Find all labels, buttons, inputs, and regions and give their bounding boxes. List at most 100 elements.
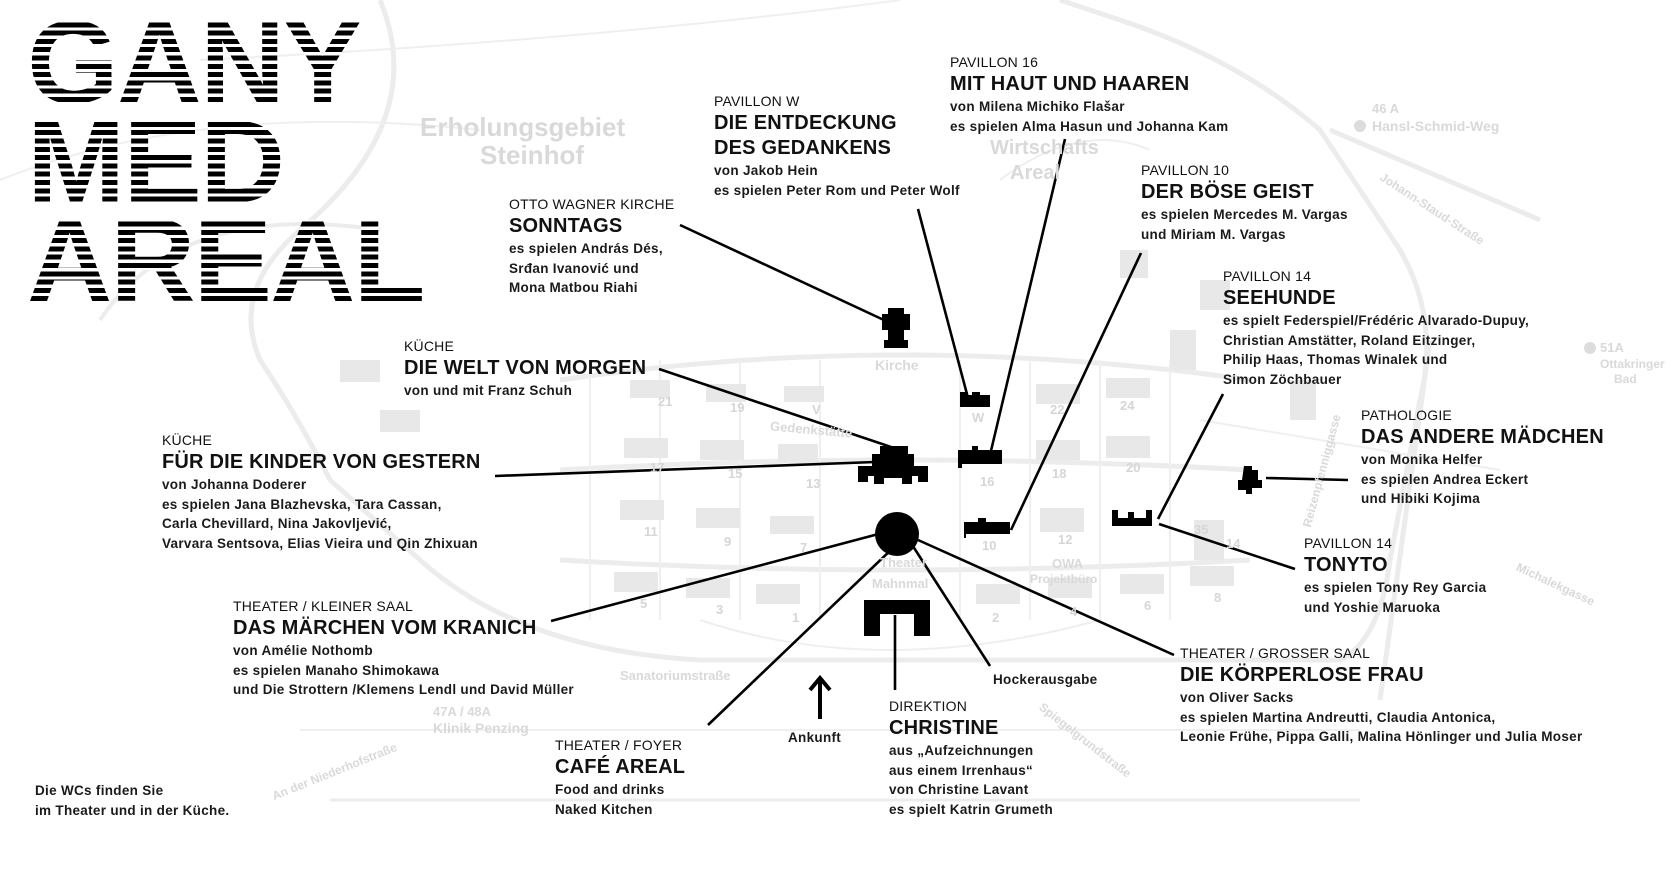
map-label: Steinhof [480,140,584,170]
venue-location: PAVILLON 14 [1223,268,1312,284]
pavilion-number: 8 [1214,590,1222,605]
map-label: Mahnmal [872,576,929,591]
venue-location: PAVILLON 14 [1304,535,1393,551]
arrival-arrow-icon [808,674,832,719]
venue-theater-grosser-saal[interactable]: THEATER / GROSSER SAAL DIE KÖRPERLOSE FR… [1180,643,1583,747]
venue-buildings [858,308,1262,636]
map-label: Theater [880,555,927,570]
venue-title: DER BÖSE GEIST [1141,181,1314,203]
building-pavillon-14 [1112,510,1152,526]
venue-pavillon-10[interactable]: PAVILLON 10 DER BÖSE GEIST es spielen Me… [1141,160,1348,244]
venue-credit: von Christine Lavant [889,782,1029,797]
pavilion-number: 18 [1052,466,1067,481]
venue-credit: und Yoshie Maruoka [1304,599,1441,615]
building-kirche [882,308,910,348]
venue-otto-wagner-kirche[interactable]: OTTO WAGNER KIRCHE SONNTAGS es spielen A… [509,194,674,298]
pavilion-number: 11 [644,524,658,539]
venue-title: TONYTO [1304,554,1388,576]
venue-credit: und Die Strottern /Klemens Lendl und Dav… [233,682,574,697]
pavilion-number: 3 [716,602,724,617]
building-theater [875,512,919,556]
venue-credit: Mona Matbou Riahi [509,280,638,295]
venue-location: THEATER / GROSSER SAAL [1180,645,1371,661]
pavilion-number: 5 [640,596,648,611]
venue-kueche-welt[interactable]: KÜCHE DIE WELT VON MORGEN von und mit Fr… [404,336,646,401]
venue-location: OTTO WAGNER KIRCHE [509,196,675,212]
ankunft-label: Ankunft [788,730,842,745]
venue-location: KÜCHE [162,432,213,448]
map-label: Hansl-Schmid-Weg [1372,118,1500,134]
venue-credit: es spielen Martina Andreutti, Claudia An… [1180,709,1496,725]
venue-credit: Naked Kitchen [555,801,653,817]
pavilion-number: V [812,402,821,417]
venue-title: DIE ENTDECKUNG [714,112,897,134]
venue-pavillon-16[interactable]: PAVILLON 16 MIT HAUT UND HAAREN von Mile… [950,52,1228,136]
map-label: Areal [1010,162,1061,184]
venue-location: PAVILLON W [714,93,800,109]
pointer-lines [494,138,1349,726]
venue-credit: Srđan Ivanović und [509,260,639,276]
venue-credit: es spielen Alma Hasun und Johanna Kam [950,118,1229,134]
building-pathologie [1238,466,1262,494]
map-buildings [340,250,1316,604]
venue-title: SONNTAGS [509,215,623,237]
pavilion-number: 35 [1194,522,1209,537]
venue-pavillon-14-seehunde[interactable]: PAVILLON 14 SEEHUNDE es spielt Federspie… [1223,266,1529,389]
wc-note: Die WCs finden Sie im Theater und in der… [35,781,229,820]
building-pavillon-16 [958,446,1002,468]
wc-note-line: im Theater und in der Küche. [35,802,230,818]
pavilion-number: 4 [1070,604,1078,619]
venue-location: PAVILLON 16 [950,54,1039,70]
pavilion-number: 13 [806,476,821,491]
venue-credit: aus „Aufzeichnungen [889,743,1034,758]
map-label: 47A / 48A [433,704,492,719]
venue-location: THEATER / KLEINER SAAL [233,598,413,614]
venue-credit: von Johanna Doderer [162,477,307,492]
map-label: Wirtschafts [990,137,1099,159]
venue-credit: es spielen Jana Blazhevska, Tara Cassan, [162,496,442,512]
venue-credit: es spielen Peter Rom und Peter Wolf [714,182,960,198]
venue-credit: es spielen András Dés, [509,241,663,256]
venue-credit: und Miriam M. Vargas [1141,226,1286,242]
map-label: Ottakringer [1600,357,1665,371]
venue-credit: von Monika Helfer [1361,452,1483,467]
pavilion-number: 20 [1126,460,1141,475]
venue-credit: von Milena Michiko Flašar [950,99,1125,114]
venue-theater-kleiner-saal[interactable]: THEATER / KLEINER SAAL DAS MÄRCHEN VOM K… [233,596,574,700]
pavilion-number: 24 [1120,398,1135,413]
pavilion-number: 15 [728,466,743,481]
venue-pavillon-w[interactable]: PAVILLON W DIE ENTDECKUNG DES GEDANKENS … [714,91,960,200]
venue-title: SEEHUNDE [1223,287,1336,309]
map-label: Erholungsgebiet [420,112,626,142]
venue-theater-foyer[interactable]: THEATER / FOYER CAFÉ AREAL Food and drin… [555,735,685,819]
logo-line: AREAL [27,195,424,327]
venue-credit: Leonie Frühe, Pippa Galli, Malina Hönlin… [1180,729,1583,744]
pavilion-number: 16 [980,474,995,489]
venue-credit: Carla Chevillard, Nina Jakovljević, [162,516,392,531]
venue-title: DAS MÄRCHEN VOM KRANICH [233,617,537,639]
building-direktion [864,600,930,636]
pavilion-number: 7 [800,540,808,555]
map-label: 46 A [1372,101,1399,116]
venue-title: DIE WELT VON MORGEN [404,357,647,379]
venue-credit: von Jakob Hein [714,163,818,178]
venue-pavillon-14-tonyto[interactable]: PAVILLON 14 TONYTO es spielen Tony Rey G… [1304,533,1486,617]
building-pavillon-w [960,392,990,407]
venue-pathologie[interactable]: PATHOLOGIE DAS ANDERE MÄDCHEN von Monika… [1361,405,1604,509]
pavilion-number: 10 [982,538,997,553]
venue-credit: es spielen Tony Rey Garcia [1304,580,1487,595]
venue-credit: Christian Amstätter, Roland Eitzinger, [1223,332,1476,348]
venue-title: DES GEDANKENS [714,137,892,159]
venue-credit: aus einem Irrenhaus“ [889,762,1034,778]
pavilion-number: W [972,410,985,425]
venue-location: PATHOLOGIE [1361,407,1452,423]
map-label: OWA [1052,556,1084,571]
venue-credit: es spielen Mercedes M. Vargas [1141,207,1348,222]
venue-location: DIREKTION [889,698,968,714]
pavilion-number: 1 [792,610,800,625]
venue-kueche-kinder[interactable]: KÜCHE FÜR DIE KINDER VON GESTERN von Joh… [162,430,481,553]
map-label: Sanatoriumstraße [620,668,731,683]
venue-direktion[interactable]: DIREKTION CHRISTINE aus „Aufzeichnungen … [889,696,1053,819]
wc-note-line: Die WCs finden Sie [35,783,164,798]
map-label: Kirche [875,357,919,373]
